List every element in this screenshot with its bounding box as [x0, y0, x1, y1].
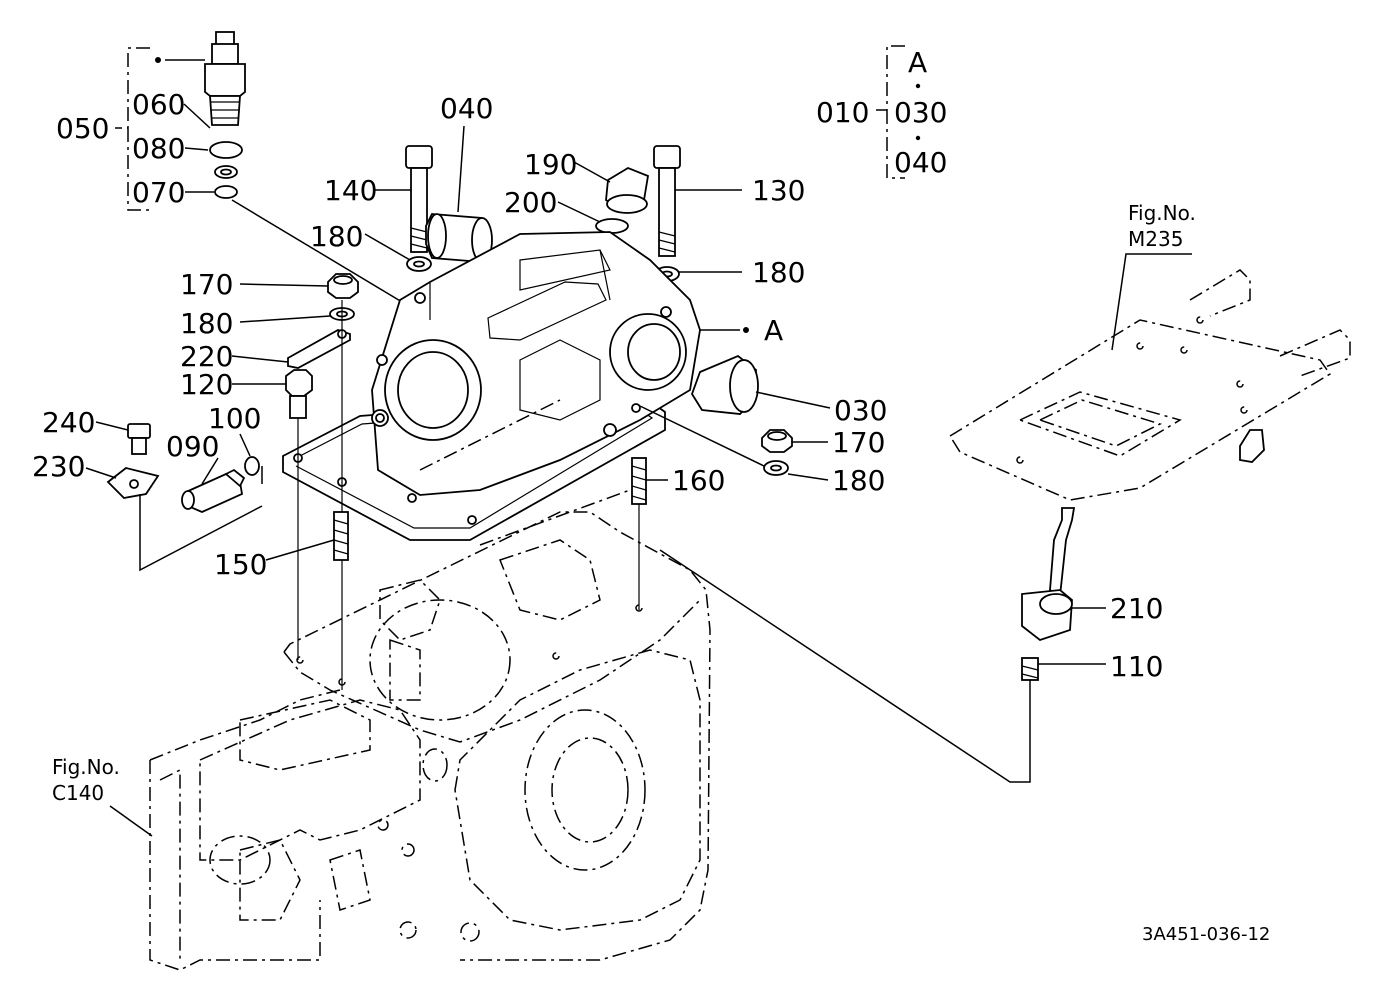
ref-m235-title: Fig.No. — [1128, 201, 1196, 225]
callout-080: 080 — [132, 132, 185, 165]
oring-100 — [239, 433, 263, 484]
callout-070: 070 — [132, 176, 185, 209]
nut-170-right — [761, 429, 828, 453]
callout-110: 110 — [1110, 650, 1163, 683]
nut-170-left — [239, 273, 359, 299]
callout-010: 010 — [816, 96, 869, 129]
callout-090: 090 — [166, 430, 219, 463]
callout-a: A — [764, 314, 783, 347]
callout-100: 100 — [208, 402, 261, 435]
group-010-030: 030 — [894, 96, 947, 129]
leader-c140 — [109, 805, 153, 837]
plug-190 — [573, 161, 650, 214]
oil-pipe-210 — [1021, 429, 1265, 642]
callout-130: 130 — [752, 174, 805, 207]
stud-160 — [631, 457, 668, 610]
callout-030: 030 — [834, 394, 887, 427]
bushing-030 — [691, 354, 831, 415]
bracket-010 — [876, 45, 921, 179]
callout-180-left: 180 — [180, 307, 233, 340]
bolt-130 — [653, 145, 742, 257]
callout-180-top-right: 180 — [752, 256, 805, 289]
callout-180-top-left: 180 — [310, 220, 363, 253]
drawing-code: 3A451-036-12 — [1142, 924, 1270, 945]
callout-230: 230 — [32, 450, 85, 483]
bracket-m235 — [948, 253, 1351, 501]
callout-140: 140 — [324, 174, 377, 207]
cylinder-case — [282, 231, 701, 541]
callout-040: 040 — [440, 92, 493, 125]
group-010-040: 040 — [894, 146, 947, 179]
callout-160: 160 — [672, 464, 725, 497]
relief-valve-050 — [155, 31, 403, 303]
bracket-050 — [115, 47, 150, 211]
bolt-140 — [375, 145, 433, 253]
callout-170-right: 170 — [832, 426, 885, 459]
group-010-a: A — [908, 46, 927, 79]
callout-120: 120 — [180, 368, 233, 401]
bolt-240 — [95, 421, 151, 455]
bracket-230 — [85, 467, 263, 572]
switch-090 — [181, 457, 246, 513]
callout-170-left: 170 — [180, 268, 233, 301]
ref-c140-code: C140 — [52, 781, 104, 805]
washer-180-left — [239, 307, 355, 323]
washer-180-top-left — [364, 233, 432, 272]
fitting-110 — [659, 549, 1106, 783]
callout-190: 190 — [524, 148, 577, 181]
bushing-040 — [425, 125, 493, 263]
washer-180-right — [639, 405, 829, 481]
callout-220: 220 — [180, 340, 233, 373]
transmission-case — [149, 399, 711, 971]
callout-060: 060 — [132, 88, 185, 121]
stud-150 — [265, 511, 349, 561]
ref-m235-code: M235 — [1128, 227, 1183, 251]
callout-180-right: 180 — [832, 464, 885, 497]
ref-c140-title: Fig.No. — [52, 755, 120, 779]
plate-220 — [231, 300, 351, 690]
callout-150: 150 — [214, 548, 267, 581]
callout-240: 240 — [42, 406, 95, 439]
callout-a-pointer — [700, 327, 749, 333]
callout-050: 050 — [56, 112, 109, 145]
callout-200: 200 — [504, 186, 557, 219]
plug-120 — [232, 369, 313, 660]
callout-210: 210 — [1110, 592, 1163, 625]
